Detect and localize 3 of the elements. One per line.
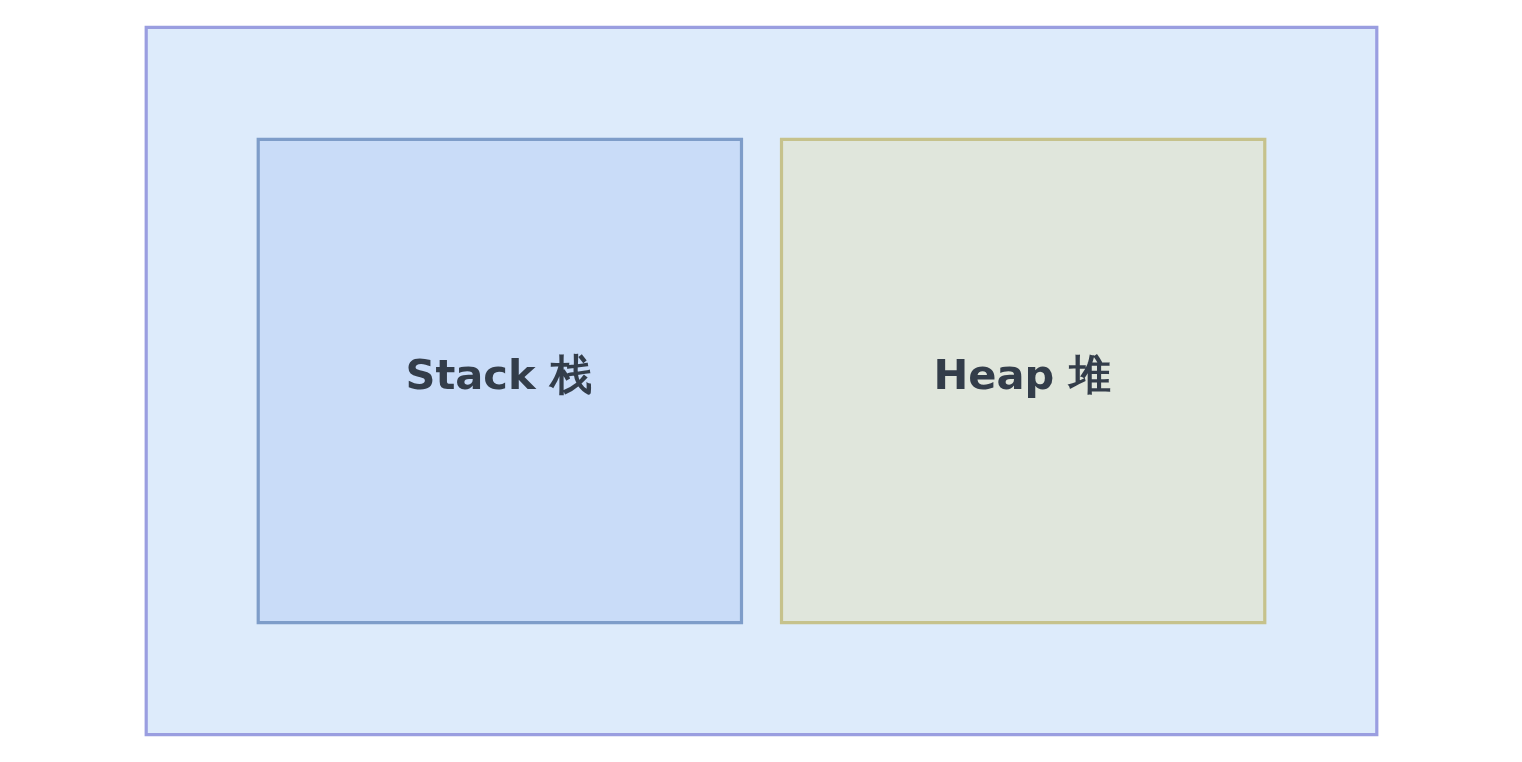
cluster [144,25,1378,737]
node-box: Heap 堆 [779,137,1266,625]
node-box: Stack 栈 [256,137,743,625]
